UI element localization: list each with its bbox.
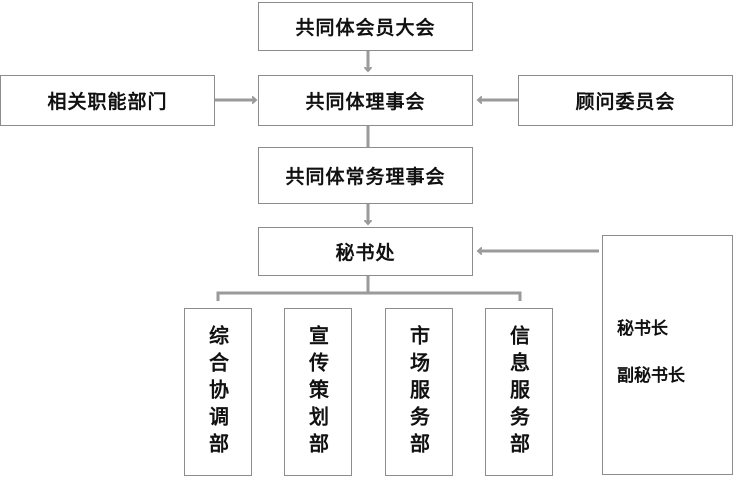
department-label: 宣传策划部	[305, 324, 330, 460]
standing-council-label: 共同体常务理事会	[285, 166, 446, 188]
related-departments-label: 相关职能部门	[47, 91, 168, 113]
department-label: 信息服务部	[506, 324, 531, 460]
related-departments-box: 相关职能部门	[0, 75, 215, 126]
secretariat-label: 秘书处	[335, 242, 396, 264]
advisory-committee-box: 顾问委员会	[518, 75, 733, 126]
secretariat-box: 秘书处	[258, 227, 473, 276]
department-label: 综合协调部	[205, 324, 230, 460]
general-assembly-label: 共同体会员大会	[295, 17, 436, 39]
department-box-information-service: 信息服务部	[485, 308, 553, 476]
standing-council-box: 共同体常务理事会	[258, 147, 473, 204]
council-box: 共同体理事会	[258, 75, 473, 126]
line-department-bracket	[216, 291, 522, 301]
secretary-general-label: 秘书长	[617, 319, 668, 339]
deputy-secretary-general-label: 副秘书长	[617, 366, 685, 386]
general-assembly-box: 共同体会员大会	[258, 2, 473, 51]
advisory-committee-label: 顾问委员会	[575, 91, 676, 113]
department-label: 市场服务部	[406, 324, 431, 460]
department-box-publicity-planning: 宣传策划部	[284, 308, 352, 476]
department-box-general-coordination: 综合协调部	[184, 308, 252, 476]
leadership-box: 秘书长 副秘书长	[602, 235, 733, 475]
department-box-market-service: 市场服务部	[385, 308, 453, 476]
council-label: 共同体理事会	[305, 91, 426, 113]
